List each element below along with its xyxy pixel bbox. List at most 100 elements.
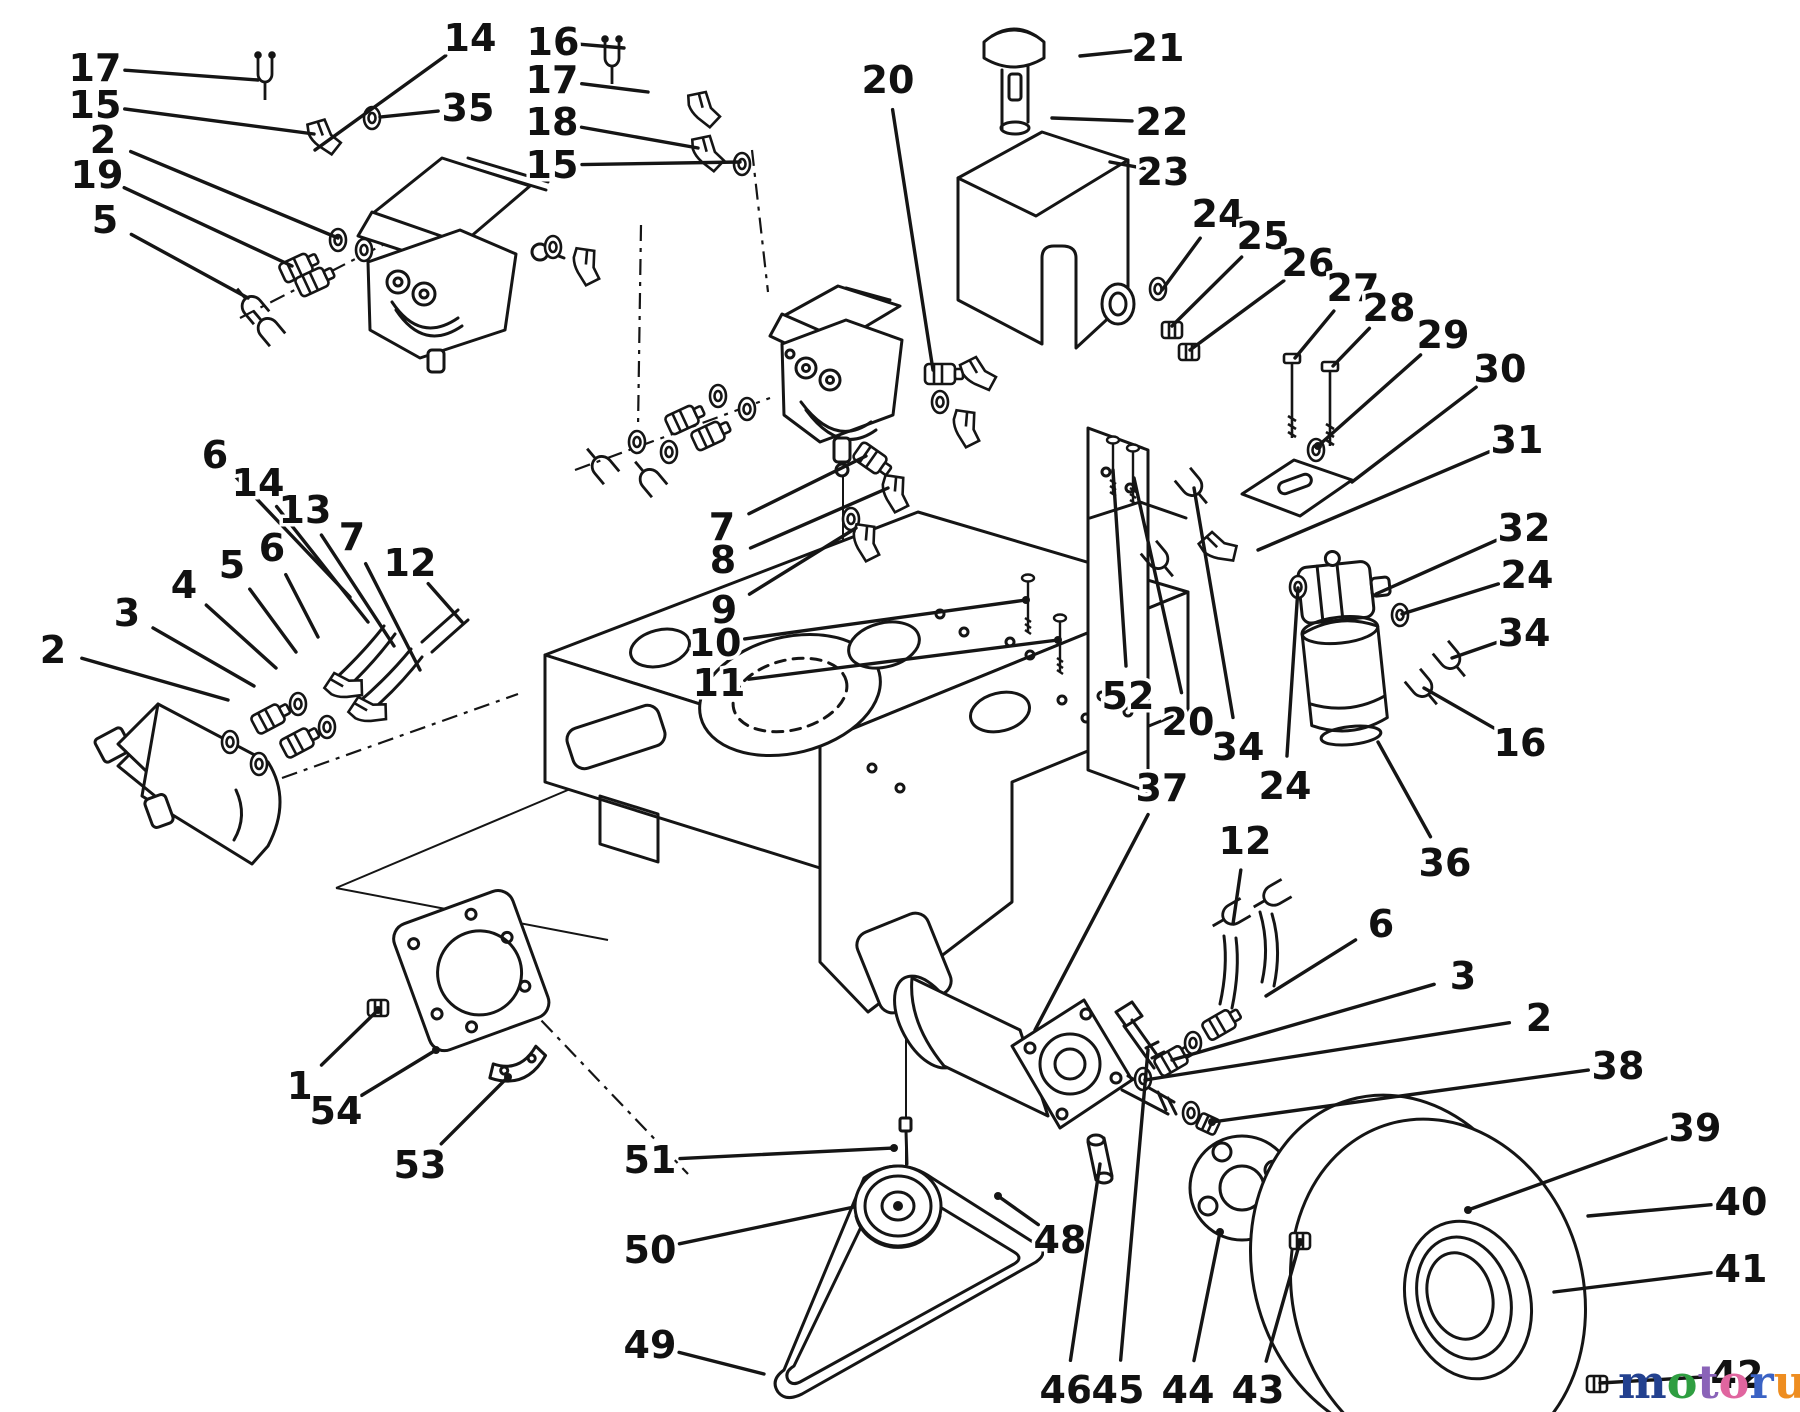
part-label-8: 8 [710,538,736,582]
fork-fitting [1247,877,1293,918]
leader-line-7 [363,562,422,672]
leader-line-5 [129,232,250,300]
part-label-41: 41 [1715,1247,1768,1291]
logo-letter: t [1697,1355,1719,1409]
fork-fitting [1431,639,1474,685]
leader-line-24 [1160,236,1202,292]
leader-line-49 [677,1350,766,1376]
part-label-27: 27 [1327,266,1380,310]
leader-line-2 [1143,1020,1512,1082]
leader-dot [432,1046,440,1054]
hex-fitting [923,362,965,386]
control-valve-2 [768,284,904,478]
leader-dot [1314,442,1322,450]
part-label-12: 12 [384,541,437,585]
leader-dot [504,1073,512,1081]
leader-line-17 [123,68,260,82]
leader-dot [890,1144,898,1152]
hydraulic-tank [956,27,1136,350]
hex-fitting [277,722,324,761]
leader-line-41 [1552,1270,1713,1294]
elbow-fitting [301,115,346,157]
leader-line-12 [426,581,464,624]
part-label-2: 2 [90,118,116,162]
leader-line-34 [1450,640,1501,660]
leader-line-10 [743,598,1028,641]
part-label-10: 10 [689,621,742,665]
part-label-6: 6 [202,433,228,477]
leader-dot [374,1006,382,1014]
leader-line-16 [1422,686,1496,730]
leader-line-5 [248,587,298,654]
elbow-fitting [940,402,992,453]
part-label-25: 25 [1237,214,1290,258]
oring-fitting [930,389,950,415]
oring-fitting [627,429,647,455]
leader-dot [1216,1228,1224,1236]
part-label-14: 14 [444,16,497,60]
part-label-20: 20 [862,58,915,102]
leader-line-29 [1316,353,1423,448]
part-label-3: 3 [114,591,140,635]
logo-letter: o [1667,1355,1698,1409]
leader-line-15 [580,160,742,167]
leader-line-24 [1285,586,1300,758]
leader-line-24 [1400,582,1501,616]
part-label-35: 35 [442,86,495,130]
part-label-5: 5 [219,543,245,587]
part-label-1: 1 [287,1064,313,1108]
leader-line-48 [996,1194,1041,1227]
oring-fitting [1181,1100,1201,1126]
hydraulic-pump [893,974,1178,1130]
leader-dot [1296,1238,1304,1246]
oring-fitting [659,439,679,465]
part-label-13: 13 [279,488,332,532]
leader-line-17 [580,82,650,94]
oring-fitting [354,237,374,263]
part-label-2: 2 [1526,996,1552,1040]
leader-line-11 [747,638,1060,681]
part-label-42: 42 [1711,1353,1764,1397]
fork-fitting [626,453,669,499]
elbow-fitting [958,355,998,392]
mounting-bracket [1240,458,1354,518]
pin-fitting [601,35,623,86]
oring-fitting [732,151,752,177]
part-label-17: 17 [526,58,579,102]
nut-fitting [1194,1111,1222,1137]
part-label-15: 15 [526,143,579,187]
wheel-motor [93,702,282,866]
leader-line-30 [1350,385,1478,484]
part-label-23: 23 [1137,150,1190,194]
part-label-19: 19 [71,153,124,197]
leader-line-31 [1256,450,1492,552]
part-label-24: 24 [1501,553,1554,597]
idler-pulley [853,1164,943,1249]
part-label-29: 29 [1417,313,1470,357]
leader-line-42 [1598,1375,1709,1385]
leader-dot [1464,1206,1472,1214]
part-label-49: 49 [624,1323,677,1367]
part-label-24: 24 [1192,192,1245,236]
part-label-16: 16 [527,20,580,64]
leader-dot [1022,596,1030,604]
leader-line-53 [439,1075,510,1146]
part-label-30: 30 [1474,347,1527,391]
motoruf-logo[interactable]: motoruf.de [1618,1355,1800,1409]
part-label-31: 31 [1491,418,1544,462]
part-label-26: 26 [1282,241,1335,285]
leader-line-1 [319,1008,380,1067]
fork-fitting [578,440,621,486]
oring-fitting [288,691,308,717]
leader-line-45 [1118,1048,1150,1362]
leader-line-36 [1376,740,1433,839]
leader-line-19 [122,185,294,268]
logo-letter: o [1719,1355,1750,1409]
part-label-34: 34 [1212,725,1265,769]
bolt-fitting [1282,352,1302,440]
part-label-54: 54 [310,1089,363,1133]
leader-line-52 [1111,468,1128,668]
leader-line-35 [378,109,440,119]
